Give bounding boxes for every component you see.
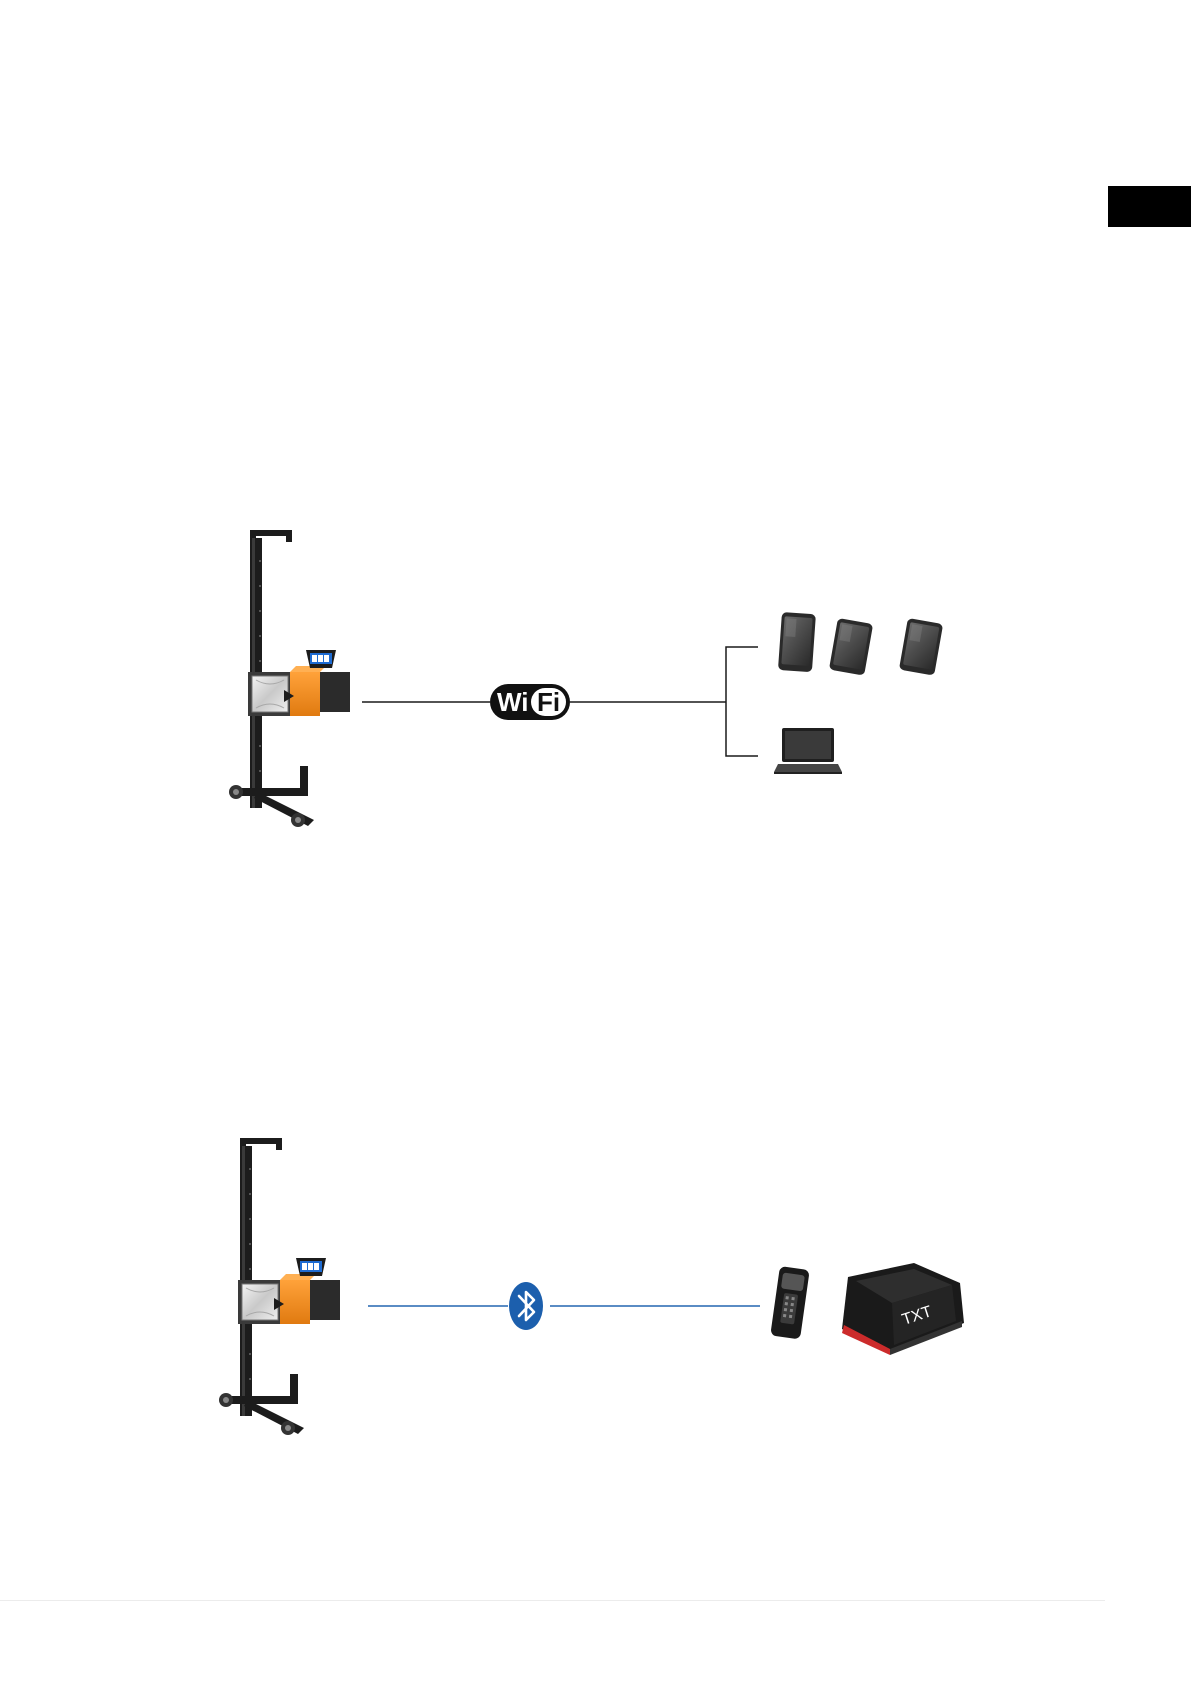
tablet-1 <box>778 612 816 672</box>
headlight-tester-device <box>229 530 350 827</box>
tablet-3 <box>899 618 943 676</box>
headlight-tester-device <box>219 1138 340 1435</box>
wifi-connection-diagram: Wi Fi <box>0 520 1191 850</box>
svg-text:Fi: Fi <box>537 687 560 717</box>
side-tab <box>1108 186 1191 227</box>
obd-dongle <box>770 1266 809 1339</box>
laptop <box>774 728 842 774</box>
svg-text:Wi: Wi <box>497 687 529 717</box>
bluetooth-connection-diagram: TXT <box>0 1128 1191 1468</box>
page-bottom-rule <box>0 1600 1105 1601</box>
wifi-logo: Wi Fi <box>490 684 570 720</box>
tablet-2 <box>829 618 873 676</box>
diagnostic-interface: TXT <box>842 1263 964 1355</box>
bluetooth-icon <box>509 1282 543 1330</box>
wifi-branch-bracket <box>726 647 758 756</box>
